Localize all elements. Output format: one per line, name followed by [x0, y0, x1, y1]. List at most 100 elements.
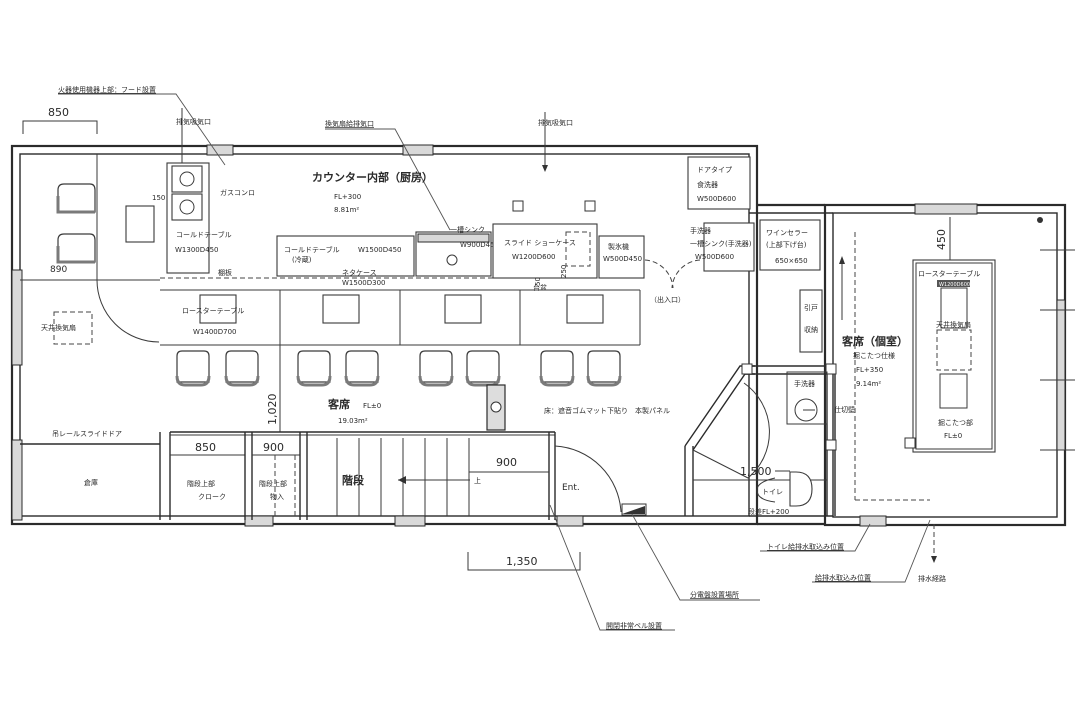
dim-1350-bracket — [467, 552, 581, 571]
wine-cellar-sub: (上部下げ台) — [766, 240, 807, 249]
kitchen-floor: FL+300 — [334, 193, 361, 201]
roaster-table-counter-label: ロースターテーブル — [182, 306, 244, 315]
stool — [419, 350, 453, 383]
exhaust-top-left: 排気吸気口 — [176, 117, 211, 126]
dim-1500: 1,500 — [740, 465, 772, 478]
stool-back — [344, 375, 380, 387]
neta-case-size: W1500D300 — [342, 279, 386, 287]
sink-label: 一槽シンク — [450, 225, 485, 234]
dishwasher-label: ドアタイプ — [697, 165, 732, 174]
roaster-table-counter-size: W1400D700 — [193, 328, 237, 336]
stool-back — [418, 375, 454, 387]
private-room-floor: FL+350 — [856, 366, 883, 374]
wine-cellar-label: ワインセラー — [766, 229, 808, 237]
entrance-bell-note: 開閉非常ベル設置 — [606, 621, 662, 630]
drain-icon — [1037, 217, 1043, 223]
shelf-label: 棚板 — [218, 268, 232, 277]
window — [402, 144, 434, 156]
chair-back — [56, 196, 95, 214]
room-label-kitchen: カウンター内部（厨房） — [312, 170, 433, 184]
gas-stove-label: ガスコンロ — [220, 188, 255, 197]
counter-ledge-label: 台盆 — [533, 283, 547, 292]
stool — [297, 350, 331, 383]
wash-basin-counter — [786, 371, 828, 425]
slide-showcase-label: スライド ショーケース — [504, 239, 576, 247]
window — [206, 144, 234, 156]
window — [1056, 299, 1066, 451]
sliding-door-label: 引戸 — [804, 303, 818, 312]
outdoor-unit-private-label: 天井換気扇 — [936, 320, 971, 329]
dim-900-stairs: 900 — [496, 456, 517, 469]
seating-floor: FL±0 — [363, 402, 381, 410]
entrance-door-swing — [554, 445, 622, 513]
stool — [466, 350, 500, 383]
private-room: 客席（個室） 掘こたつ仕様 FL+350 9.14m² 450 ロースターテーブ… — [841, 217, 1075, 453]
distribution-board-note: 分電盤設置場所 — [690, 590, 739, 599]
kotatsu-pit — [939, 373, 968, 409]
cold-table-center-label: コールドテーブル — [284, 245, 340, 254]
cloak-label: 階段上部 — [187, 479, 215, 488]
stool-back — [296, 375, 332, 387]
chair — [57, 233, 96, 263]
entrance-label: Ent. — [562, 483, 580, 493]
outdoor-unit-label: 天井換気扇 — [41, 323, 76, 332]
sink-size: W900D450 — [460, 241, 499, 249]
stools — [175, 350, 622, 387]
roaster-table-private-size: W1200D600 — [939, 282, 970, 288]
stairs: 900 階段 上 — [336, 432, 556, 520]
dim-890: 890 — [50, 265, 67, 275]
hood-note: 火器使用機器上部：フード設置 — [58, 85, 156, 94]
toilet-drain-note: トイレ給排水取込み位置 — [767, 542, 844, 551]
private-room-area: 9.14m² — [856, 380, 881, 388]
cold-table-center — [276, 235, 415, 277]
stool-back — [175, 375, 211, 387]
drain-route-note: 排水経路 — [918, 574, 946, 583]
ceiling-vent — [584, 200, 596, 212]
hand-sink-sub: 一槽シンク(手洗器) — [690, 239, 752, 248]
wine-cellar — [759, 219, 821, 271]
dishwasher — [687, 156, 751, 210]
bottom-annotations: 1,350 開閉非常ベル設置 分電盤設置場所 トイレ給排水取込み位置 給排水取込… — [467, 504, 946, 631]
slide-showcase — [492, 223, 598, 279]
wall-shelf — [125, 205, 155, 243]
gas-burner — [171, 193, 203, 221]
column-marker — [741, 363, 753, 375]
dim-450: 450 — [935, 229, 948, 250]
ceiling-vent — [904, 437, 916, 449]
sliding-door-storage — [799, 289, 823, 353]
counter-seating: ロースターテーブル W1400D700 1,020 客席 FL±0 19.03m… — [160, 289, 670, 432]
roaster — [199, 294, 237, 324]
window — [11, 269, 23, 366]
sliding-door-sub: 収納 — [804, 325, 818, 334]
column-marker — [825, 439, 837, 451]
dishwasher-sub: 食洗器 — [697, 180, 718, 189]
toilet-label: トイレ — [762, 488, 783, 496]
stairs-label: 階段 — [342, 473, 364, 487]
kitchen-area-value: 8.81m² — [334, 206, 359, 214]
wine-cellar-size: 650×650 — [775, 257, 808, 265]
window — [394, 515, 426, 527]
hand-sink-label: 手洗器 — [690, 226, 711, 235]
dimension-850-top: 850 — [22, 106, 98, 134]
water-supply-leader — [812, 519, 931, 583]
stool — [540, 350, 574, 383]
window — [556, 515, 584, 527]
bell-leader — [549, 504, 675, 631]
toilet-bowl — [789, 471, 813, 507]
wash-basin — [794, 398, 818, 422]
dim-1020: 1,020 — [266, 394, 279, 426]
chair-back — [56, 246, 95, 264]
left-area: 890 天井換気扇 — [20, 154, 160, 345]
cold-table-left-size: W1300D450 — [175, 246, 219, 254]
dim-150: 150 — [152, 194, 165, 202]
wine-cellar-area: ワインセラー (上部下げ台) 650×650 引戸 収納 — [759, 213, 930, 520]
roaster-table-private — [912, 259, 996, 453]
window — [914, 203, 978, 215]
cold-table-center-size: W1500D450 — [358, 246, 402, 254]
stairs-dir: 上 — [474, 476, 481, 485]
size-tag — [937, 280, 970, 287]
ice-maker — [598, 235, 645, 279]
kotatsu-floor: FL±0 — [944, 432, 962, 440]
arrow-icon — [931, 556, 937, 563]
